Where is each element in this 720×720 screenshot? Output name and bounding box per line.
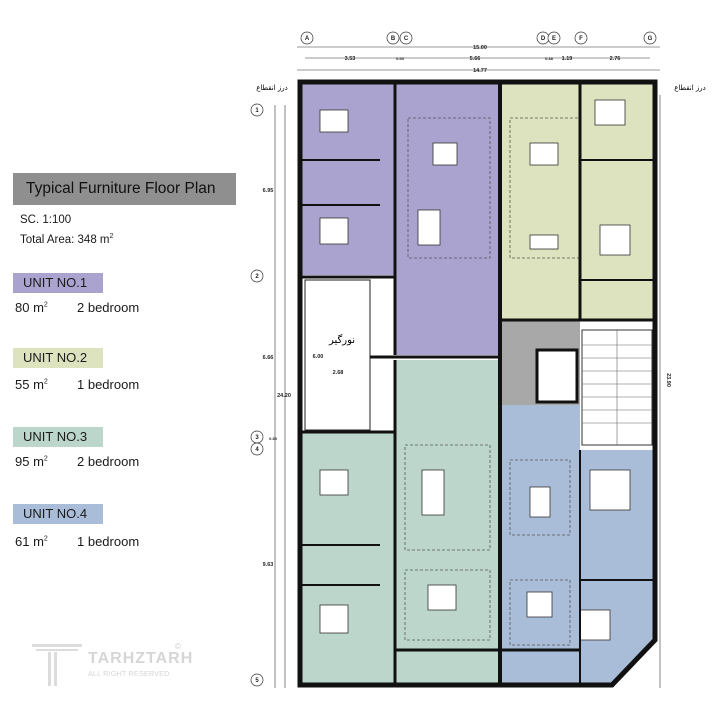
logo-sub: ALL RIGHT RESERVED	[88, 669, 170, 678]
unit-4-tag: UNIT NO.4	[13, 504, 103, 524]
grid-col-e: E	[552, 36, 556, 42]
unit-1-info: 80 m2 2 bedroom	[15, 300, 139, 315]
grid-row-5: 5	[255, 678, 259, 684]
expansion-joint-left: درز انقطاع	[256, 84, 288, 92]
grid-row-3: 3	[255, 435, 259, 441]
watermark-logo: TARHZTARH © ALL RIGHT RESERVED	[30, 640, 194, 690]
dim-seg: 3.53	[345, 56, 356, 62]
lightwell-dim: 6.00	[313, 354, 324, 360]
dim-seg: 1.19	[562, 56, 573, 62]
dim-overall-height: 24.20	[277, 393, 291, 399]
unit-bedrooms: 1 bedroom	[77, 534, 140, 549]
dim-seg: 2.76	[610, 56, 621, 62]
grid-col-d: D	[541, 36, 546, 42]
lightwell-label: نورگیر	[328, 334, 355, 346]
grid-row-markers: 1 2 3 4 5	[250, 103, 264, 687]
unit-area: 95 m	[15, 454, 44, 469]
dim-right-height: 23.90	[665, 373, 671, 387]
plan-title: Typical Furniture Floor Plan	[13, 173, 236, 205]
lightwell-dim: 2.68	[333, 370, 344, 376]
furniture	[319, 99, 631, 641]
dim-seg: 0.55	[396, 56, 405, 61]
grid-col-a: A	[305, 36, 310, 42]
unit-3-tag: UNIT NO.3	[13, 427, 103, 447]
grid-col-f: F	[579, 36, 583, 42]
dim-seg: 9.63	[263, 562, 274, 568]
unit-4-area	[500, 405, 655, 685]
logo-name: TARHZTARH	[88, 650, 194, 667]
unit-area: 61 m	[15, 534, 44, 549]
grid-row-1: 1	[255, 108, 259, 114]
grid-col-g: G	[648, 36, 653, 42]
dim-seg: 5.66	[470, 56, 481, 62]
dim-seg: 0.38	[545, 56, 554, 61]
scale-label: SC. 1:100	[20, 214, 72, 226]
unit-fills	[300, 82, 655, 685]
total-area-text: Total Area: 348 m	[20, 233, 110, 246]
sup: 2	[43, 378, 48, 386]
dim-inner-width: 14.77	[473, 68, 487, 74]
sup: 2	[43, 455, 48, 463]
grid-col-b: B	[391, 36, 396, 42]
dim-seg: 6.66	[263, 355, 274, 361]
lightwell	[304, 279, 371, 431]
unit-3-info: 95 m2 2 bedroom	[15, 454, 139, 469]
sup: 2	[43, 301, 48, 309]
grid-col-markers: A B C D E F G	[300, 31, 657, 45]
walls	[297, 79, 658, 688]
unit-area: 55 m	[15, 377, 44, 392]
dim-seg: 6.95	[263, 188, 274, 194]
unit-bedrooms: 2 bedroom	[77, 300, 140, 315]
expansion-joint-right: درز انقطاع	[674, 84, 706, 92]
unit-area: 80 m	[15, 300, 44, 315]
furniture-outlines	[404, 117, 581, 646]
unit-2-info: 55 m2 1 bedroom	[15, 377, 139, 392]
dim-seg: 0.35	[269, 436, 278, 441]
unit-1-tag: UNIT NO.1	[13, 273, 103, 293]
logo-mark: ©	[175, 642, 181, 651]
unit-2-tag: UNIT NO.2	[13, 348, 103, 368]
logo-column-icon	[32, 644, 82, 686]
grid-col-c: C	[404, 36, 409, 42]
grid-row-2: 2	[255, 274, 259, 280]
dim-overall-width: 15.00	[473, 45, 487, 51]
stair-treads	[582, 330, 652, 445]
sup: 2	[109, 233, 114, 240]
total-area: Total Area: 348 m2	[20, 233, 113, 246]
dimension-lines	[274, 46, 661, 688]
unit-4-info: 61 m2 1 bedroom	[15, 534, 139, 549]
unit-bedrooms: 1 bedroom	[77, 377, 140, 392]
elevator	[535, 348, 579, 404]
grid-row-4: 4	[255, 447, 259, 453]
unit-2-area	[500, 82, 655, 320]
sup: 2	[43, 535, 48, 543]
unit-bedrooms: 2 bedroom	[77, 454, 140, 469]
dimension-labels: 15.00 14.77 3.53 0.55 5.66 0.38 1.19 2.7…	[256, 45, 706, 568]
